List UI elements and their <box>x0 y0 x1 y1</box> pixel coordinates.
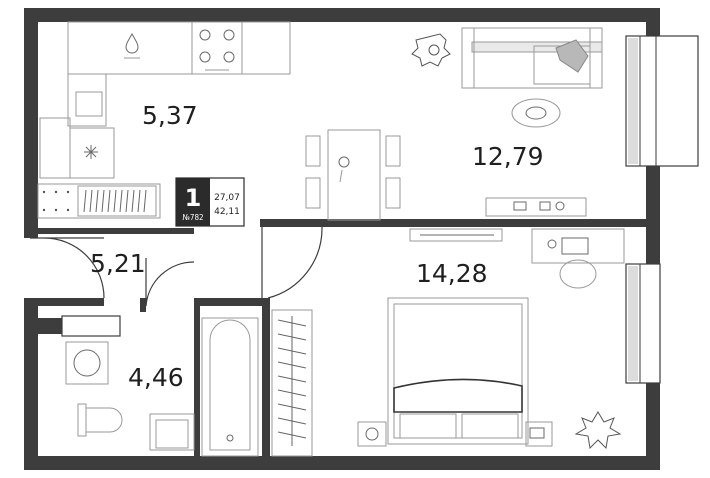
living-furniture <box>305 27 603 221</box>
window-bedroom <box>625 263 661 384</box>
room-area-living: 12,79 <box>472 142 544 171</box>
badge-apartment-number: №782 <box>182 213 203 222</box>
badge-living-area: 27,07 <box>214 193 240 203</box>
water-drop-icon <box>124 32 140 59</box>
interior-walls <box>24 219 646 458</box>
room-area-kitchen: 5,37 <box>142 101 198 130</box>
apartment-badge: 1 №782 27,07 42,11 <box>175 177 245 227</box>
bathroom-fixtures <box>65 317 259 457</box>
room-area-bathroom: 4,46 <box>128 363 184 392</box>
bedroom-furniture <box>271 228 625 457</box>
badge-rooms-count: 1 <box>185 184 202 212</box>
kitchen-fixtures <box>37 21 291 219</box>
badge-total-area: 42,11 <box>214 207 240 217</box>
room-area-bedroom: 14,28 <box>416 259 488 288</box>
room-area-hall: 5,21 <box>90 249 146 278</box>
window-living <box>625 35 699 167</box>
plant-icon <box>411 33 451 67</box>
stove-icon <box>191 21 243 75</box>
doors <box>30 226 323 307</box>
exterior-walls <box>24 8 660 470</box>
snowflake-icon <box>84 145 98 159</box>
